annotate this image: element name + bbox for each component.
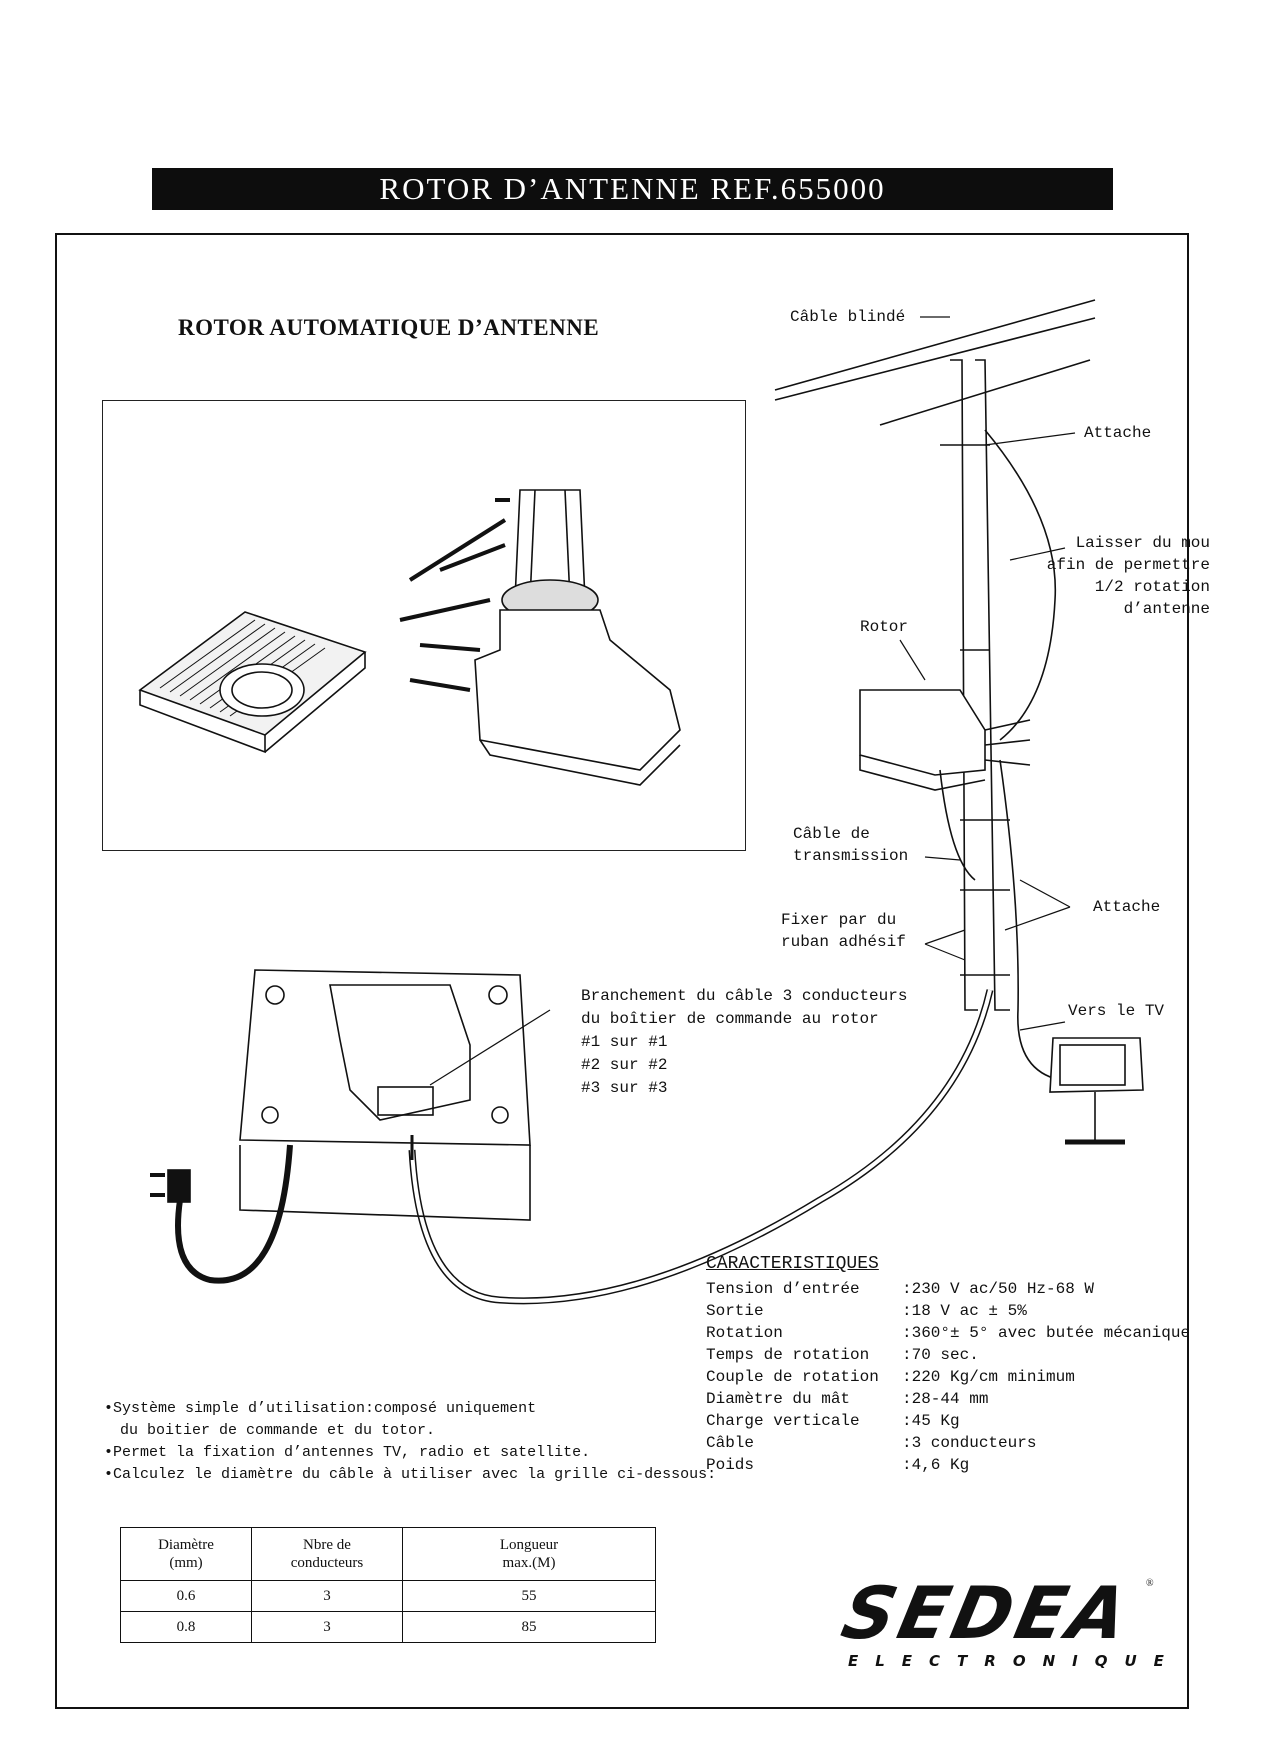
list-item: •Système simple d’utilisation:composé un… xyxy=(104,1400,537,1417)
specs-title: CARACTERISTIQUES xyxy=(706,1254,879,1274)
label-rotor: Rotor xyxy=(860,618,909,636)
sedea-logo: SEDEA ELECTRONIQUE ® xyxy=(835,1571,1181,1670)
document-frame xyxy=(55,233,1189,1709)
label-attache-mid: Attache xyxy=(1093,898,1161,916)
logo-word: SEDEA xyxy=(835,1571,1139,1655)
cable-slack-loop xyxy=(984,429,1057,741)
table-row: Poids :4,6 Kg xyxy=(706,1456,1190,1478)
spec-key: Charge verticale xyxy=(706,1412,860,1430)
spec-key: Poids xyxy=(706,1456,755,1474)
leader-lines xyxy=(429,316,1076,1086)
table-row: Couple de rotation :220 Kg/cm minimum xyxy=(706,1368,1190,1390)
spec-key: Temps de rotation xyxy=(706,1346,870,1364)
coax-to-tv xyxy=(999,759,1061,1081)
spec-value: :28-44 mm xyxy=(902,1390,989,1408)
control-box-icon xyxy=(138,611,367,754)
col-diametre: Diamètre(mm) xyxy=(120,1527,252,1581)
label-laisser-du-mou: Laisser du mou afin de permettre 1/2 rot… xyxy=(1046,534,1210,618)
spec-value: :4,6 Kg xyxy=(902,1456,970,1474)
features-list: •Système simple d’utilisation:composé un… xyxy=(104,1398,716,1486)
mains-plug-icon xyxy=(150,1144,293,1284)
table-row: Charge verticale :45 Kg xyxy=(706,1412,1190,1434)
table-row: Temps de rotation :70 sec. xyxy=(706,1346,1190,1368)
mast-rotor-icon xyxy=(859,689,1031,791)
spec-value: :220 Kg/cm minimum xyxy=(902,1368,1075,1386)
label-fixer-ruban: Fixer par du ruban adhésif xyxy=(781,911,906,951)
specs-table: Tension d’entrée :230 V ac/50 Hz-68 W Sort… xyxy=(706,1280,1190,1478)
table-row: Sortie :18 V ac ± 5% xyxy=(706,1302,1190,1324)
tv-icon xyxy=(1049,1037,1144,1145)
list-item: •Permet la fixation d’antennes TV, radio… xyxy=(104,1444,591,1461)
rotor-unit-icon xyxy=(399,489,681,786)
antenna-mast xyxy=(940,359,1010,1011)
label-cable-blinde: Câble blindé xyxy=(790,308,906,326)
label-attache-top: Attache xyxy=(1084,424,1152,442)
label-cable-transmission: Câble de transmission xyxy=(793,825,909,865)
spec-key: Rotation xyxy=(706,1324,783,1342)
spec-key: Câble xyxy=(706,1434,755,1452)
list-item: •Calculez le diamètre du câble à utilise… xyxy=(104,1466,717,1483)
spec-key: Couple de rotation xyxy=(706,1368,879,1386)
list-item: du boitier de commande et du totor. xyxy=(120,1422,436,1439)
table-row: 0.6 3 55 xyxy=(120,1580,656,1612)
transmission-cable xyxy=(939,769,976,881)
table-row: Diamètre du mât :28-44 mm xyxy=(706,1390,1190,1412)
spec-value: :360°± 5° avec butée mécanique xyxy=(902,1324,1191,1342)
control-box-open-icon xyxy=(239,969,531,1221)
section-subtitle: ROTOR AUTOMATIQUE D’ANTENNE xyxy=(178,315,600,340)
spec-value: :230 V ac/50 Hz-68 W xyxy=(902,1280,1095,1298)
page-title: ROTOR D’ANTENNE REF.655000 xyxy=(152,168,1113,210)
table-row: Câble :3 conducteurs xyxy=(706,1434,1190,1456)
spec-value: :70 sec. xyxy=(902,1346,979,1364)
table-row: 0.8 3 85 xyxy=(120,1611,656,1643)
spec-value: :45 Kg xyxy=(902,1412,960,1430)
specifications: CARACTERISTIQUES Tension d’entrée :230 V … xyxy=(706,1254,1190,1478)
product-illustration-box xyxy=(102,400,746,851)
spec-key: Sortie xyxy=(706,1302,764,1320)
registered-mark: ® xyxy=(1146,1578,1154,1589)
table-row: Rotation :360°± 5° avec butée mécanique xyxy=(706,1324,1190,1346)
label-vers-tv: Vers le TV xyxy=(1068,1002,1165,1020)
branchement-note: Branchement du câble 3 conducteurs du bo… xyxy=(581,987,908,1097)
spec-value: :18 V ac ± 5% xyxy=(902,1302,1027,1320)
spec-value: :3 conducteurs xyxy=(902,1434,1037,1452)
logo-subtitle: ELECTRONIQUE xyxy=(848,1652,1181,1670)
spec-key: Tension d’entrée xyxy=(706,1280,860,1298)
spec-key: Diamètre du mât xyxy=(706,1390,851,1408)
table-row: Tension d’entrée :230 V ac/50 Hz-68 W xyxy=(706,1280,1190,1302)
